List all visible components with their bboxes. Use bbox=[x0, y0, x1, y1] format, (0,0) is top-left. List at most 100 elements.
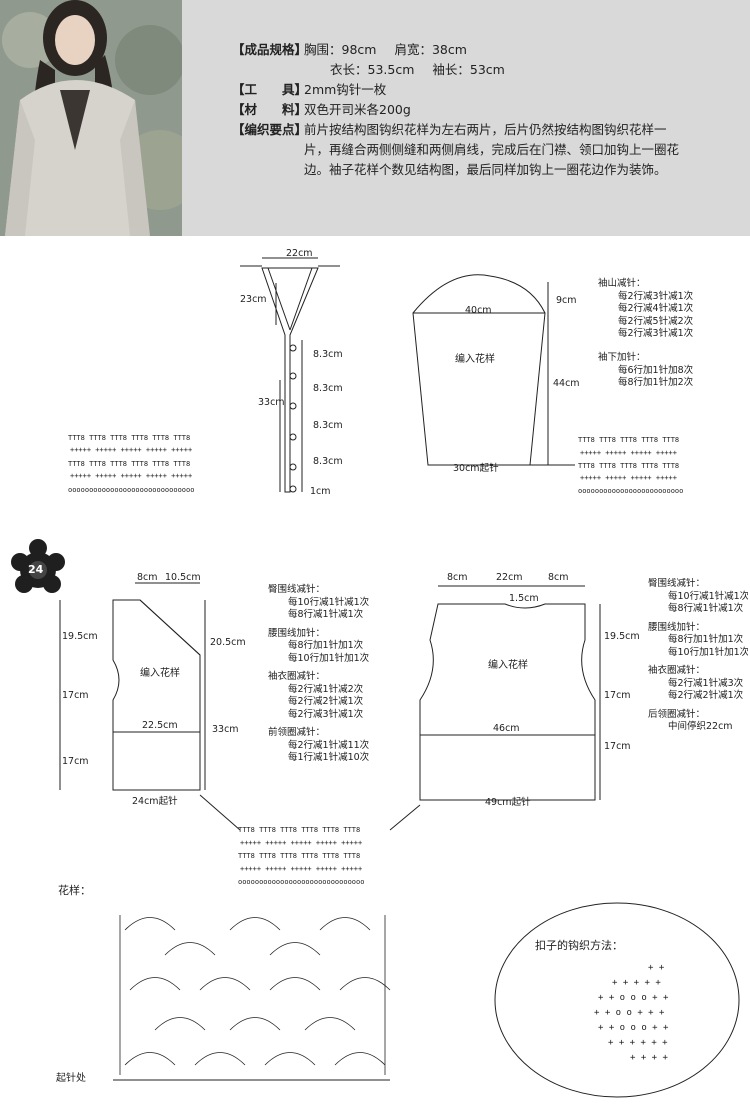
back-neck-label: 1.5cm bbox=[509, 593, 539, 604]
sleeve-cap-line: 每2行减3针减1次 bbox=[618, 290, 694, 302]
front-h2-label: 17cm bbox=[62, 690, 89, 701]
front-note-title: 袖衣圈减针： bbox=[268, 671, 326, 682]
back-note-title: 腰围线加针： bbox=[648, 621, 706, 633]
front-note-title: 臀围线减针： bbox=[268, 584, 326, 595]
fan-stitch-chart bbox=[119, 915, 391, 1075]
svg-text:+++++ +++++ +++++ +++++: +++++ +++++ +++++ +++++ bbox=[580, 474, 677, 482]
back-h1-label: 19.5cm bbox=[604, 631, 640, 642]
spec-tips-key: 【编织要点】 bbox=[232, 122, 308, 137]
collar-b3-label: 8.3cm bbox=[313, 420, 343, 431]
spec-list: 【成品规格】 胸围：98cm 肩宽：38cm 衣长：53.5cm 袖长：53cm 【… bbox=[232, 40, 742, 180]
sleeve-outline bbox=[412, 274, 546, 466]
spec-material: 双色开司米各200g bbox=[304, 102, 411, 117]
sleeve-cap-label: 9cm bbox=[556, 295, 577, 306]
front-pattern-label: 编入花样 bbox=[140, 668, 180, 679]
front-mid-label: 22.5cm bbox=[142, 720, 178, 731]
collar-b2-label: 8.3cm bbox=[313, 383, 343, 394]
back-note-line: 每8行减1针减1次 bbox=[668, 603, 744, 614]
spec-tips-line3: 边。袖子花样个数见结构图，最后同样加钩上一圈花边作为装饰。 bbox=[304, 162, 667, 177]
front-h1-label: 19.5cm bbox=[62, 631, 98, 642]
sleeve-under-notes: 袖下加针： 每6行加1针加8次 每8行加1针加2次 bbox=[598, 352, 693, 390]
svg-text:oooooooooooooooooooooooooooooo: oooooooooooooooooooooooooooooo bbox=[68, 486, 194, 494]
back-note-line: 每2行减2针减1次 bbox=[668, 690, 744, 701]
spec-sleeve: 袖长：53cm bbox=[432, 62, 505, 77]
svg-text:TTT8 TTT8 TTT8 TTT8 TTT8 TTT8: TTT8 TTT8 TTT8 TTT8 TTT8 TTT8 bbox=[238, 852, 360, 860]
svg-text:TTT8 TTT8 TTT8 TTT8 TTT8 TTT8: TTT8 TTT8 TTT8 TTT8 TTT8 TTT8 bbox=[238, 826, 360, 834]
back-note-line: 每8行加1针加1次 bbox=[668, 634, 744, 645]
front-note-line: 每2行减2针减1次 bbox=[288, 696, 364, 707]
model-photo-image bbox=[0, 0, 182, 236]
collar-outline bbox=[261, 267, 319, 493]
front-top2-label: 10.5cm bbox=[165, 572, 201, 583]
svg-text:TTT8 TTT8 TTT8 TTT8 TTT8 TTT8: TTT8 TTT8 TTT8 TTT8 TTT8 TTT8 bbox=[68, 434, 190, 442]
model-photo bbox=[0, 0, 182, 236]
back-note-line: 中间停织22cm bbox=[668, 721, 733, 732]
sleeve-cap-notes: 袖山减针： 每2行减3针减1次 每2行减4针减1次 每2行减5针减2次 每2行减… bbox=[598, 278, 693, 341]
back-h2-label: 17cm bbox=[604, 690, 631, 701]
svg-text:TTT8 TTT8 TTT8 TTT8 TTT8: TTT8 TTT8 TTT8 TTT8 TTT8 bbox=[578, 462, 679, 470]
back-top1-label: 8cm bbox=[447, 572, 468, 583]
sleeve-pattern-label: 编入花样 bbox=[455, 354, 495, 365]
front-note-line: 每2行减3针减1次 bbox=[288, 708, 364, 720]
spec-tool-key: 【工 具】 bbox=[232, 82, 308, 97]
svg-text:+ + o o o + +: + + o o o + + bbox=[598, 1023, 669, 1033]
sleeve-cap-line: 每2行减5针减2次 bbox=[618, 315, 694, 327]
front-note-title: 前领圈减针： bbox=[268, 727, 326, 738]
sleeve-cap-line: 每2行减4针减1次 bbox=[618, 303, 694, 314]
back-notes: 臀围线减针： 每10行减1针减1次 每8行减1针减1次 腰围线加针： 每8行加1… bbox=[648, 578, 748, 734]
svg-text:+ +: + + bbox=[648, 963, 665, 973]
sleeve-under-title: 袖下加针： bbox=[598, 352, 646, 363]
sleeve-under-line: 每8行加1针加2次 bbox=[618, 377, 694, 388]
svg-text:+++++ +++++ +++++ +++++ +++++: +++++ +++++ +++++ +++++ +++++ bbox=[240, 839, 362, 847]
header-band: 【成品规格】 胸围：98cm 肩宽：38cm 衣长：53.5cm 袖长：53cm 【… bbox=[0, 0, 750, 236]
back-start-label: 49cm起针 bbox=[485, 797, 531, 808]
front-top1-label: 8cm bbox=[137, 572, 158, 583]
spec-chest: 胸围：98cm bbox=[304, 42, 377, 57]
back-h3-label: 17cm bbox=[604, 741, 631, 752]
front-right1-label: 20.5cm bbox=[210, 637, 246, 648]
spec-shoulder: 肩宽：38cm bbox=[394, 42, 467, 57]
sleeve-cap-line: 每2行减3针减1次 bbox=[618, 328, 694, 339]
spec-length: 衣长：53.5cm bbox=[330, 62, 415, 77]
back-pattern-label: 编入花样 bbox=[488, 660, 528, 671]
svg-text:TTT8 TTT8 TTT8 TTT8 TTT8: TTT8 TTT8 TTT8 TTT8 TTT8 bbox=[578, 436, 679, 444]
back-mid-label: 46cm bbox=[493, 723, 520, 734]
front-note-line: 每10行加1针加1次 bbox=[288, 652, 370, 664]
back-outline bbox=[419, 603, 596, 801]
button-oval bbox=[494, 902, 740, 1098]
back-top3-label: 8cm bbox=[548, 572, 569, 583]
svg-text:+ + + +: + + + + bbox=[630, 1053, 669, 1063]
spec-tips-line2: 片，再缝合两侧侧缝和两侧肩线，完成后在门襟、领口加钩上一圈花 bbox=[304, 142, 680, 157]
page-number: 24 bbox=[28, 563, 44, 576]
back-note-line: 每2行减1针减3次 bbox=[668, 677, 744, 689]
svg-text:+++++ +++++ +++++ +++++ +++++: +++++ +++++ +++++ +++++ +++++ bbox=[240, 865, 362, 873]
sleeve-start-label: 30cm起针 bbox=[453, 463, 499, 474]
spec-tool: 2mm钩针一枚 bbox=[304, 82, 387, 97]
collar-b1-label: 8.3cm bbox=[313, 349, 343, 360]
sleeve-body-label: 44cm bbox=[553, 378, 580, 389]
spec-tips-line1: 前片按结构图钩织花样为左右两片，后片仍然按结构图钩织花样一 bbox=[304, 122, 667, 137]
svg-text:ooooooooooooooooooooooooo: ooooooooooooooooooooooooo bbox=[578, 487, 683, 495]
front-start-label: 24cm起针 bbox=[132, 796, 178, 807]
svg-text:TTT8 TTT8 TTT8 TTT8 TTT8 TTT8: TTT8 TTT8 TTT8 TTT8 TTT8 TTT8 bbox=[68, 460, 190, 468]
front-note-line: 每8行加1针加1次 bbox=[288, 640, 364, 651]
collar-left-label: 23cm bbox=[240, 294, 267, 305]
spec-size-key: 【成品规格】 bbox=[232, 42, 308, 57]
front-note-line: 每10行减1针减1次 bbox=[288, 596, 370, 608]
front-outline bbox=[112, 599, 201, 791]
collar-bottom-label: 1cm bbox=[310, 486, 331, 497]
collar-b4-label: 8.3cm bbox=[313, 456, 343, 467]
sleeve-under-line: 每6行加1针加8次 bbox=[618, 364, 694, 376]
button-label: 扣子的钩织方法： bbox=[535, 939, 623, 952]
collar-top-label: 22cm bbox=[286, 248, 313, 259]
svg-text:+ + + + +: + + + + + bbox=[612, 978, 661, 988]
pattern-label: 花样： bbox=[58, 884, 91, 897]
front-note-title: 腰围线加针： bbox=[268, 627, 326, 639]
start-label: 起针处 bbox=[56, 1073, 86, 1084]
front-note-line: 每8行减1针减1次 bbox=[288, 609, 364, 620]
svg-text:+++++ +++++ +++++ +++++ +++++: +++++ +++++ +++++ +++++ +++++ bbox=[70, 446, 192, 454]
front-h3-label: 17cm bbox=[62, 756, 89, 767]
back-note-title: 后领圈减针： bbox=[648, 708, 706, 720]
svg-text:+++++ +++++ +++++ +++++: +++++ +++++ +++++ +++++ bbox=[580, 449, 677, 457]
